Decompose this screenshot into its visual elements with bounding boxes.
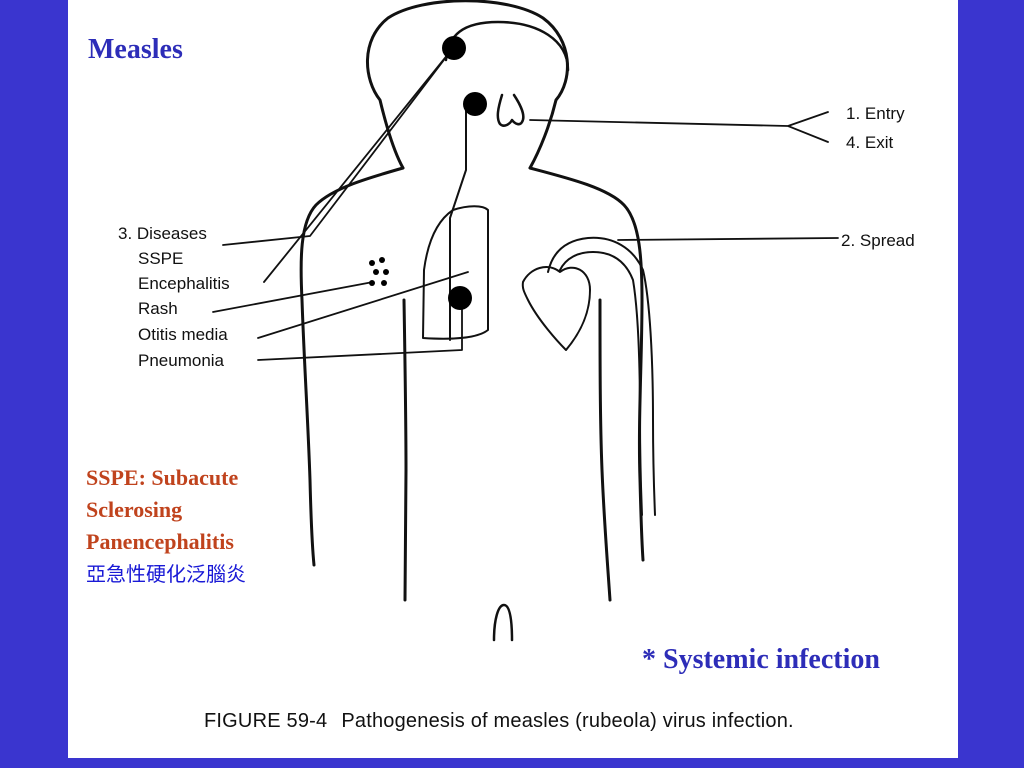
genital-outline: [492, 603, 514, 642]
aorta-outline: [547, 236, 656, 516]
pointer-entry-exit: [529, 111, 829, 143]
sspe-chinese: 亞急性硬化泛腦炎: [86, 562, 246, 586]
figure-caption: FIGURE 59-4 Pathogenesis of measles (rube…: [204, 710, 794, 733]
infection-site-nasopharynx: [463, 92, 487, 116]
pointer-diseases: [222, 47, 454, 246]
aorta-inner-outline: [559, 251, 643, 516]
figure-caption-text: Pathogenesis of measles (rubeola) virus …: [341, 710, 794, 732]
pointer-sspe: [263, 47, 454, 283]
infection-site-brain: [442, 36, 466, 60]
slide-title: Measles: [88, 34, 183, 65]
heart-outline: [521, 266, 591, 351]
lung-outline: [422, 205, 489, 340]
label-exit: 4. Exit: [846, 133, 894, 152]
label-disease-rash: Rash: [138, 299, 178, 318]
slide: Measles: [68, 0, 958, 758]
label-spread: 2. Spread: [841, 231, 915, 250]
pointer-rash: [212, 281, 374, 313]
infection-site-lung: [448, 286, 472, 310]
rash-dots: [369, 257, 389, 286]
inner-arm-right: [598, 298, 612, 602]
airway-line: [449, 99, 467, 341]
pointer-otitis: [257, 271, 469, 339]
sspe-line-1: SSPE: Subacute: [86, 465, 239, 490]
body-outline-left: [299, 166, 405, 567]
pointer-pneumonia: [257, 299, 463, 361]
measles-body-diagram: [212, 0, 839, 642]
head-outline: [365, 0, 569, 170]
nose-outline: [496, 93, 525, 127]
label-disease-pneumonia: Pneumonia: [138, 351, 225, 370]
pointer-spread: [617, 237, 839, 241]
body-outline-right: [528, 166, 645, 562]
sspe-definition: SSPE: Subacute Sclerosing Panencephaliti…: [86, 462, 246, 590]
label-disease-otitis-media: Otitis media: [138, 325, 228, 344]
label-diseases-header: 3. Diseases: [118, 224, 207, 243]
sspe-line-3: Panencephalitis: [86, 529, 234, 554]
inner-arm-left: [402, 298, 408, 602]
label-entry: 1. Entry: [846, 104, 905, 123]
label-disease-encephalitis: Encephalitis: [138, 274, 230, 293]
label-disease-sspe: SSPE: [138, 249, 184, 268]
sspe-line-2: Sclerosing: [86, 497, 183, 522]
figure-number: FIGURE 59-4: [204, 710, 328, 732]
systemic-infection-note: * Systemic infection: [642, 644, 880, 675]
